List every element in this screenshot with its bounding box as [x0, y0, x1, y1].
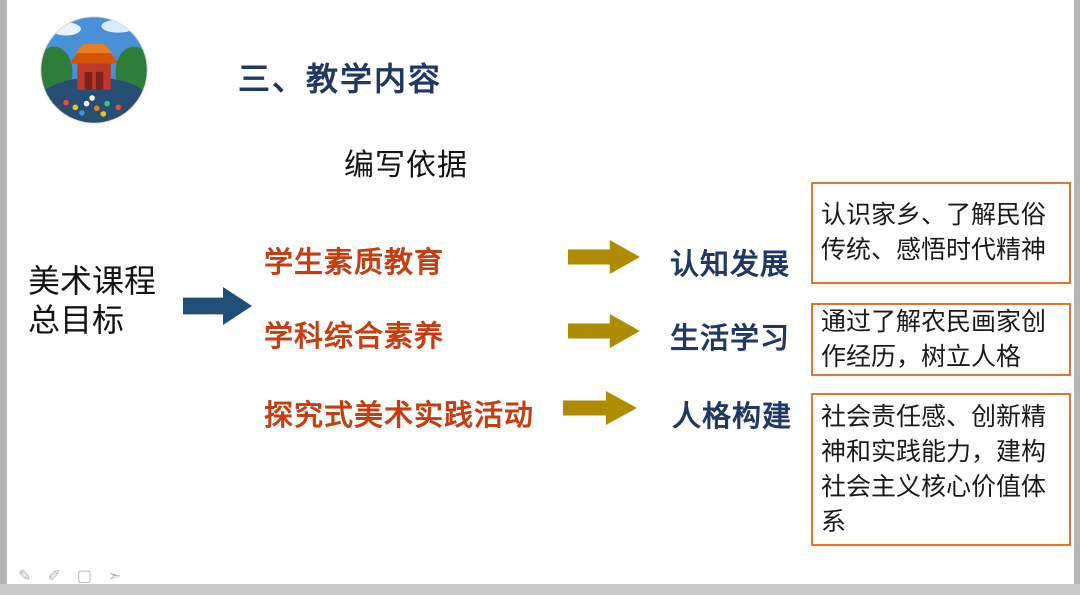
marker-icon[interactable]: ✐	[47, 568, 61, 585]
main-flow-arrow-icon	[183, 287, 252, 325]
slide-logo	[38, 10, 150, 130]
flow-item-student-quality: 学生素质教育	[264, 247, 445, 279]
goal-personality-building: 人格构建	[672, 401, 793, 433]
village-painting-logo-icon	[40, 16, 148, 124]
screen-edge-right	[1074, 0, 1080, 595]
flow-arrow-1-icon	[568, 240, 640, 274]
flow-arrow-3-icon	[563, 391, 637, 425]
pointer-icon[interactable]: ➣	[107, 568, 122, 585]
screen-edge-left	[0, 0, 7, 595]
note-box-1: 认识家乡、了解民俗传统、感悟时代精神	[811, 182, 1071, 284]
pen-icon[interactable]: ✎	[18, 568, 32, 585]
slide-title: 三、教学内容	[238, 61, 443, 97]
goal-life-learning: 生活学习	[670, 323, 791, 355]
source-label: 美术课程 总目标	[28, 263, 157, 339]
note-box-2: 通过了解农民画家创作经历，树立人格	[811, 303, 1071, 376]
shape-icon[interactable]: ▢	[76, 568, 92, 585]
annotation-toolbar: ✎ ✐ ▢ ➣	[18, 569, 121, 585]
flow-arrow-2-icon	[568, 314, 640, 348]
slide-subtitle: 编写依据	[344, 149, 468, 182]
flow-item-inquiry-practice: 探究式美术实践活动	[264, 400, 535, 432]
bottom-bar	[0, 584, 1080, 595]
goal-cognitive-development: 认知发展	[670, 249, 791, 281]
flow-item-subject-literacy: 学科综合素养	[264, 321, 445, 353]
note-box-3: 社会责任感、创新精神和实践能力，建构社会主义核心价值体系	[811, 393, 1071, 546]
